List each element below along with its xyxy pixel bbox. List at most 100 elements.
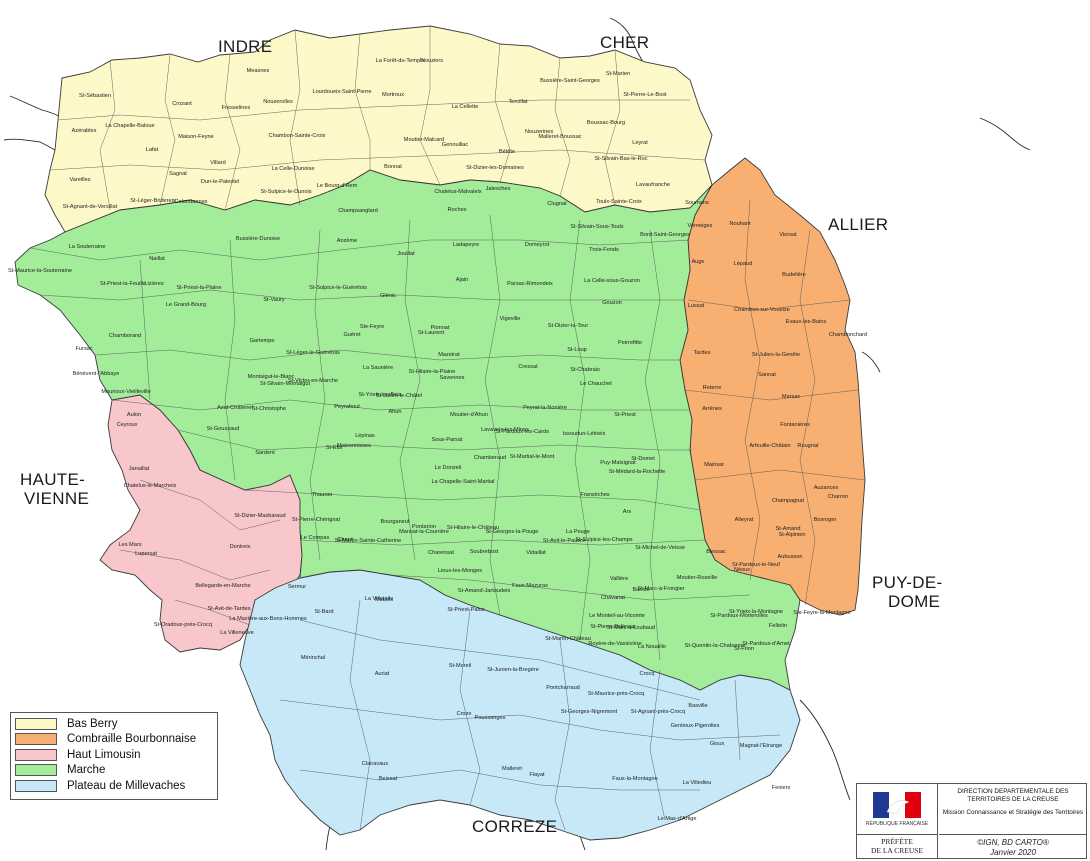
legend-item-combraille-bourbonnaise: Combraille Bourbonnaise: [15, 732, 213, 748]
dept-correze: CORREZE: [472, 817, 557, 836]
commune-label: St-Eloi: [326, 445, 342, 451]
commune-label: Sardent: [255, 450, 275, 456]
commune-label: Crocq: [640, 671, 655, 677]
commune-label: Ste-Feyre-la-Montagne: [793, 610, 851, 616]
commune-label: Mourioux-Vieilleville: [101, 389, 150, 395]
commune-label: St-Loup: [567, 347, 587, 353]
dept-indre: INDRE: [218, 37, 272, 56]
commune-label: Marsac: [782, 394, 801, 400]
commune-label: St-Hilaire-le-Château: [447, 525, 499, 531]
commune-label: St-Sulpice-les-Champs: [575, 537, 632, 543]
commune-label: Bussière-Dunoise: [236, 236, 280, 242]
commune-label: Tercillat: [509, 99, 528, 105]
commune-label: Banize: [632, 587, 649, 593]
legend-swatch: [15, 748, 57, 761]
commune-label: St-Dizier-les-Domaines: [466, 165, 524, 171]
commune-label: La Villeneuve: [220, 630, 254, 636]
commune-label: Gouzon: [602, 300, 622, 306]
commune-label: Les Mars: [118, 542, 141, 548]
commune-label: St-Dizier-la-Tour: [548, 323, 589, 329]
commune-label: St-Chabrais: [570, 367, 600, 373]
commune-label: Chamborand: [109, 333, 141, 339]
commune-label: Mazeirat: [438, 352, 460, 358]
commune-label: Charensat: [428, 550, 454, 556]
dept-puy-de-dome-2: DOME: [888, 592, 940, 611]
commune-label: Clugnat: [547, 201, 567, 207]
commune-label: Blessac: [706, 549, 726, 555]
legend-swatch: [15, 779, 57, 792]
commune-label: Anzème: [337, 238, 358, 244]
commune-label: Azat-Châtenet: [217, 405, 253, 411]
commune-label: Chamberaud: [474, 455, 506, 461]
commune-label: St-Bard: [315, 609, 334, 615]
commune-label: Evaux-les-Bains: [786, 319, 827, 325]
commune-label: St-Léger-Bridereix: [130, 198, 176, 204]
commune-label: Roches: [448, 207, 467, 213]
commune-label: St-Amand-Jartoudeix: [458, 588, 511, 594]
commune-label: St-Sébastien: [79, 93, 111, 99]
legend-item-bas-berry: Bas Berry: [15, 716, 213, 732]
commune-label: Nouhant: [729, 221, 751, 227]
commune-label: St-Julien-le-Châtel: [376, 393, 422, 399]
commune-label: Malleret: [502, 766, 522, 772]
legend-label: Marche: [67, 764, 106, 777]
dept-allier: ALLIER: [828, 215, 888, 234]
commune-label: Flayat: [529, 772, 545, 778]
commune-label: St-Priest-la-Feuille: [100, 281, 146, 287]
commune-label: St-Agnant-près-Crocq: [631, 709, 685, 715]
commune-label: Fresselines: [222, 105, 251, 111]
commune-label: Moutier-Rozeille: [677, 575, 717, 581]
commune-label: St-Pardoux-d'Arnet: [742, 641, 790, 647]
direction-label: DIRECTION DEPARTEMENTALE DES TERRITOIRES…: [957, 788, 1069, 803]
commune-label: Peyrat-la-Nonière: [523, 405, 567, 411]
commune-label: Auge: [691, 259, 704, 265]
commune-label: La Chapelle-Baloue: [105, 123, 154, 129]
commune-label: Le Donzeil: [435, 465, 461, 471]
commune-label: St-Pardoux-les-Cards: [495, 429, 549, 435]
commune-borders: [29, 26, 866, 831]
commune-label: Faux-Mazuras: [512, 583, 548, 589]
commune-label: Vidaillat: [526, 550, 546, 556]
legend-label: Combraille Bourbonnaise: [67, 733, 197, 746]
commune-label: Feniers: [772, 785, 791, 791]
commune-label: Lupersat: [135, 551, 157, 557]
commune-label: Bussière-Saint-Georges: [540, 78, 600, 84]
commune-label: La Nouaille: [638, 644, 666, 650]
commune-label: Moutier-d'Ahun: [450, 412, 488, 418]
commune-label: Dun-le-Palestel: [201, 179, 239, 185]
commune-label: Guéret: [343, 332, 361, 338]
commune-label: Chambon-sur-Voueize: [734, 307, 790, 313]
commune-label: St-Vaury: [263, 297, 285, 303]
commune-label: Boussac-Bourg: [587, 120, 625, 126]
commune-label: St-Frion: [734, 646, 754, 652]
commune-label: Mautes: [375, 597, 394, 603]
commune-label: St-Priest: [614, 412, 636, 418]
commune-label: Bétête: [499, 149, 515, 155]
dept-haute-vienne-2: VIENNE: [24, 489, 89, 508]
commune-label: La Cellette: [452, 104, 479, 110]
commune-label: Pontcharraud: [546, 685, 580, 691]
commune-label: Genouillac: [442, 142, 469, 148]
commune-label: Mortroux: [382, 92, 404, 98]
commune-label: St-Merd-la-Breuille: [0, 0, 23, 2]
commune-label: Chavanat: [601, 595, 625, 601]
commune-label: Chambon-Sainte-Croix: [269, 133, 326, 139]
commune-label: Savennes: [440, 375, 465, 381]
commune-label: Maisonnisses: [337, 443, 371, 449]
commune-label: Lourdoueix-Saint-Pierre: [312, 89, 371, 95]
commune-label: Lavaufranche: [636, 182, 670, 188]
commune-label: Auzances: [814, 485, 839, 491]
commune-label: St-Domet: [631, 456, 655, 462]
commune-label: Le Chauchet: [580, 381, 612, 387]
commune-label: Tardes: [694, 350, 711, 356]
commune-label: Jalesches: [486, 186, 511, 192]
commune-label: Basville: [688, 703, 707, 709]
commune-label: Moutier-Malcard: [404, 137, 444, 143]
commune-label: Trois-Fonds: [589, 247, 619, 253]
commune-label: Aubusson: [778, 554, 803, 560]
commune-label: Nouzerines: [525, 129, 553, 135]
commune-label: Le Compas: [301, 535, 330, 541]
commune-label: La Chapelle-Saint-Martial: [431, 479, 494, 485]
commune-label: St-Alpinien: [778, 532, 805, 538]
commune-label: Lizières: [144, 281, 163, 287]
